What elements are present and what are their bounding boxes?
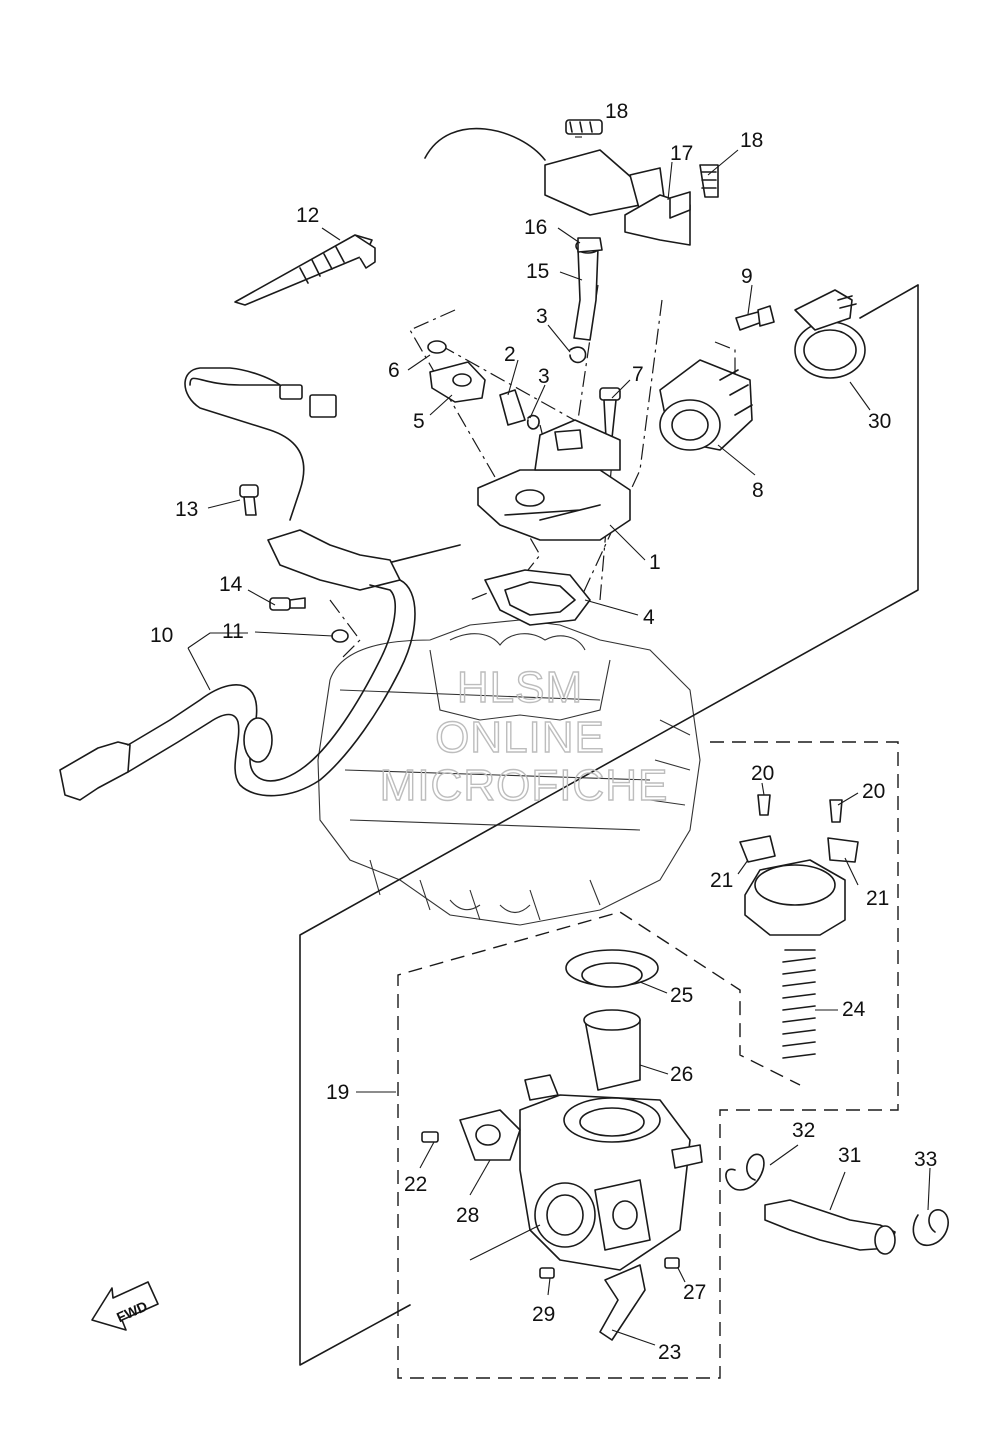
callout-31[interactable]: 31 [838, 1144, 861, 1167]
callout-labels: 18 17 18 12 16 15 9 3 2 6 3 7 5 30 8 13 … [150, 100, 937, 1364]
callout-12[interactable]: 12 [296, 204, 319, 227]
hose-part-31 [725, 1153, 949, 1255]
callout-29[interactable]: 29 [532, 1303, 555, 1326]
callout-5[interactable]: 5 [413, 410, 425, 433]
callout-9[interactable]: 9 [741, 265, 753, 288]
engine-block-outline [317, 619, 701, 926]
small-parts-2-3-5-6 [427, 340, 587, 430]
callout-21-right[interactable]: 21 [866, 887, 889, 910]
callout-17[interactable]: 17 [670, 142, 693, 165]
callout-24[interactable]: 24 [842, 998, 866, 1021]
diaphragm-part-25 [565, 949, 659, 1091]
fwd-arrow-icon: FWD [91, 1281, 159, 1331]
callout-6[interactable]: 6 [388, 359, 400, 382]
callout-10[interactable]: 10 [150, 624, 173, 647]
cover-part-24 [739, 794, 859, 1059]
callout-28[interactable]: 28 [456, 1204, 479, 1227]
callout-20-right[interactable]: 20 [862, 780, 885, 803]
gasket-part-4 [484, 569, 591, 626]
callout-19[interactable]: 19 [326, 1081, 349, 1104]
callout-30[interactable]: 30 [868, 410, 891, 433]
callout-25[interactable]: 25 [670, 984, 693, 1007]
manifold-part-8 [659, 359, 753, 451]
callout-21-left[interactable]: 21 [710, 869, 733, 892]
watermark-line-2: ONLINE [435, 713, 605, 762]
callout-33[interactable]: 33 [914, 1148, 937, 1171]
callout-27[interactable]: 27 [683, 1281, 706, 1304]
callout-3-upper[interactable]: 3 [536, 305, 548, 328]
watermark-line-1: HLSM [457, 663, 583, 712]
callout-22[interactable]: 22 [404, 1173, 427, 1196]
watermark-line-3: MICROFICHE [380, 761, 669, 810]
callout-20-left[interactable]: 20 [751, 762, 774, 785]
callout-26[interactable]: 26 [670, 1063, 693, 1086]
cable-tie-part-12 [234, 234, 376, 306]
sensor-bracket-part-17 [424, 119, 719, 246]
harness-part-13 [184, 367, 401, 643]
callout-8[interactable]: 8 [752, 479, 764, 502]
callout-4[interactable]: 4 [643, 606, 655, 629]
callout-7[interactable]: 7 [632, 363, 644, 386]
callout-13[interactable]: 13 [175, 498, 198, 521]
group-box-diaphragm [397, 741, 899, 1379]
leader-lines [187, 136, 931, 1346]
callout-16[interactable]: 16 [524, 216, 547, 239]
callout-18-top[interactable]: 18 [605, 100, 628, 123]
callout-18-right[interactable]: 18 [740, 129, 763, 152]
joint-part-1 [477, 419, 631, 541]
callout-3-lower[interactable]: 3 [538, 365, 550, 388]
hose-clamp-part-30 [794, 289, 866, 379]
callout-23[interactable]: 23 [658, 1341, 681, 1364]
callout-1[interactable]: 1 [649, 551, 661, 574]
callout-15[interactable]: 15 [526, 260, 549, 283]
hose-part-15 [573, 237, 603, 341]
throttle-body-part-19 [421, 1074, 703, 1341]
bolts-part-7-9 [599, 305, 775, 439]
callout-32[interactable]: 32 [792, 1119, 815, 1142]
callout-11[interactable]: 11 [222, 620, 244, 643]
callout-14[interactable]: 14 [219, 573, 243, 596]
hose-part-10 [59, 579, 416, 801]
callout-2[interactable]: 2 [504, 343, 516, 366]
watermark: HLSM ONLINE MICROFICHE [379, 662, 669, 810]
